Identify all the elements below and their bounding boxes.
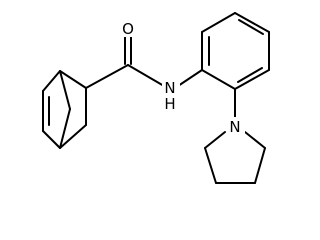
bond-carbonyl-nitrogen [127, 64, 165, 87]
aromatic-inner-bond-3 [237, 67, 263, 83]
bond-c4-c5 [204, 147, 217, 184]
bond-bridge-top [59, 70, 71, 110]
bond-c6-bridgehead2 [59, 124, 87, 149]
bond-ph2-ph3 [201, 12, 236, 33]
bond-c5-n [204, 131, 226, 149]
phenyl-ring [177, 12, 270, 90]
bond-c3-bridgehead2 [42, 130, 61, 149]
bond-n-c2 [244, 131, 266, 149]
bond-ring-carbonyl-carbon [85, 64, 129, 89]
molecule-svg: O N H N [42, 12, 270, 184]
atom-labels: O N H N [119, 19, 245, 136]
pyrrolidine-nitrogen-label-mask [227, 117, 245, 135]
amide-nitrogen-label-mask [162, 78, 180, 96]
carbonyl-oxygen-label: O [122, 20, 134, 38]
amide-hydrogen-label-mask [162, 94, 180, 112]
molecule-structure-diagram: O N H N [42, 12, 270, 184]
amide-hydrogen-label: H [164, 95, 175, 113]
aromatic-inner-bond-2 [238, 19, 264, 35]
amide-nitrogen-label: N [164, 79, 175, 97]
bond-ph3-ph4 [234, 12, 270, 33]
bond-n-phenyl [177, 69, 203, 87]
bond-bridge-bottom [59, 108, 71, 149]
pyrrolidine-ring [204, 88, 266, 184]
bond-ph5-ph6 [234, 69, 270, 90]
pyrrolidine-nitrogen-label: N [229, 118, 240, 136]
bond-ph6-ph1 [201, 69, 236, 90]
bond-c2-c3 [254, 147, 266, 184]
carboxamide-group [85, 35, 165, 89]
bond-bridgehead1-c2 [42, 70, 61, 92]
norbornene-ring [42, 70, 87, 149]
oxygen-label-mask [119, 19, 137, 37]
bond-bridgehead1-c5 [59, 70, 87, 89]
